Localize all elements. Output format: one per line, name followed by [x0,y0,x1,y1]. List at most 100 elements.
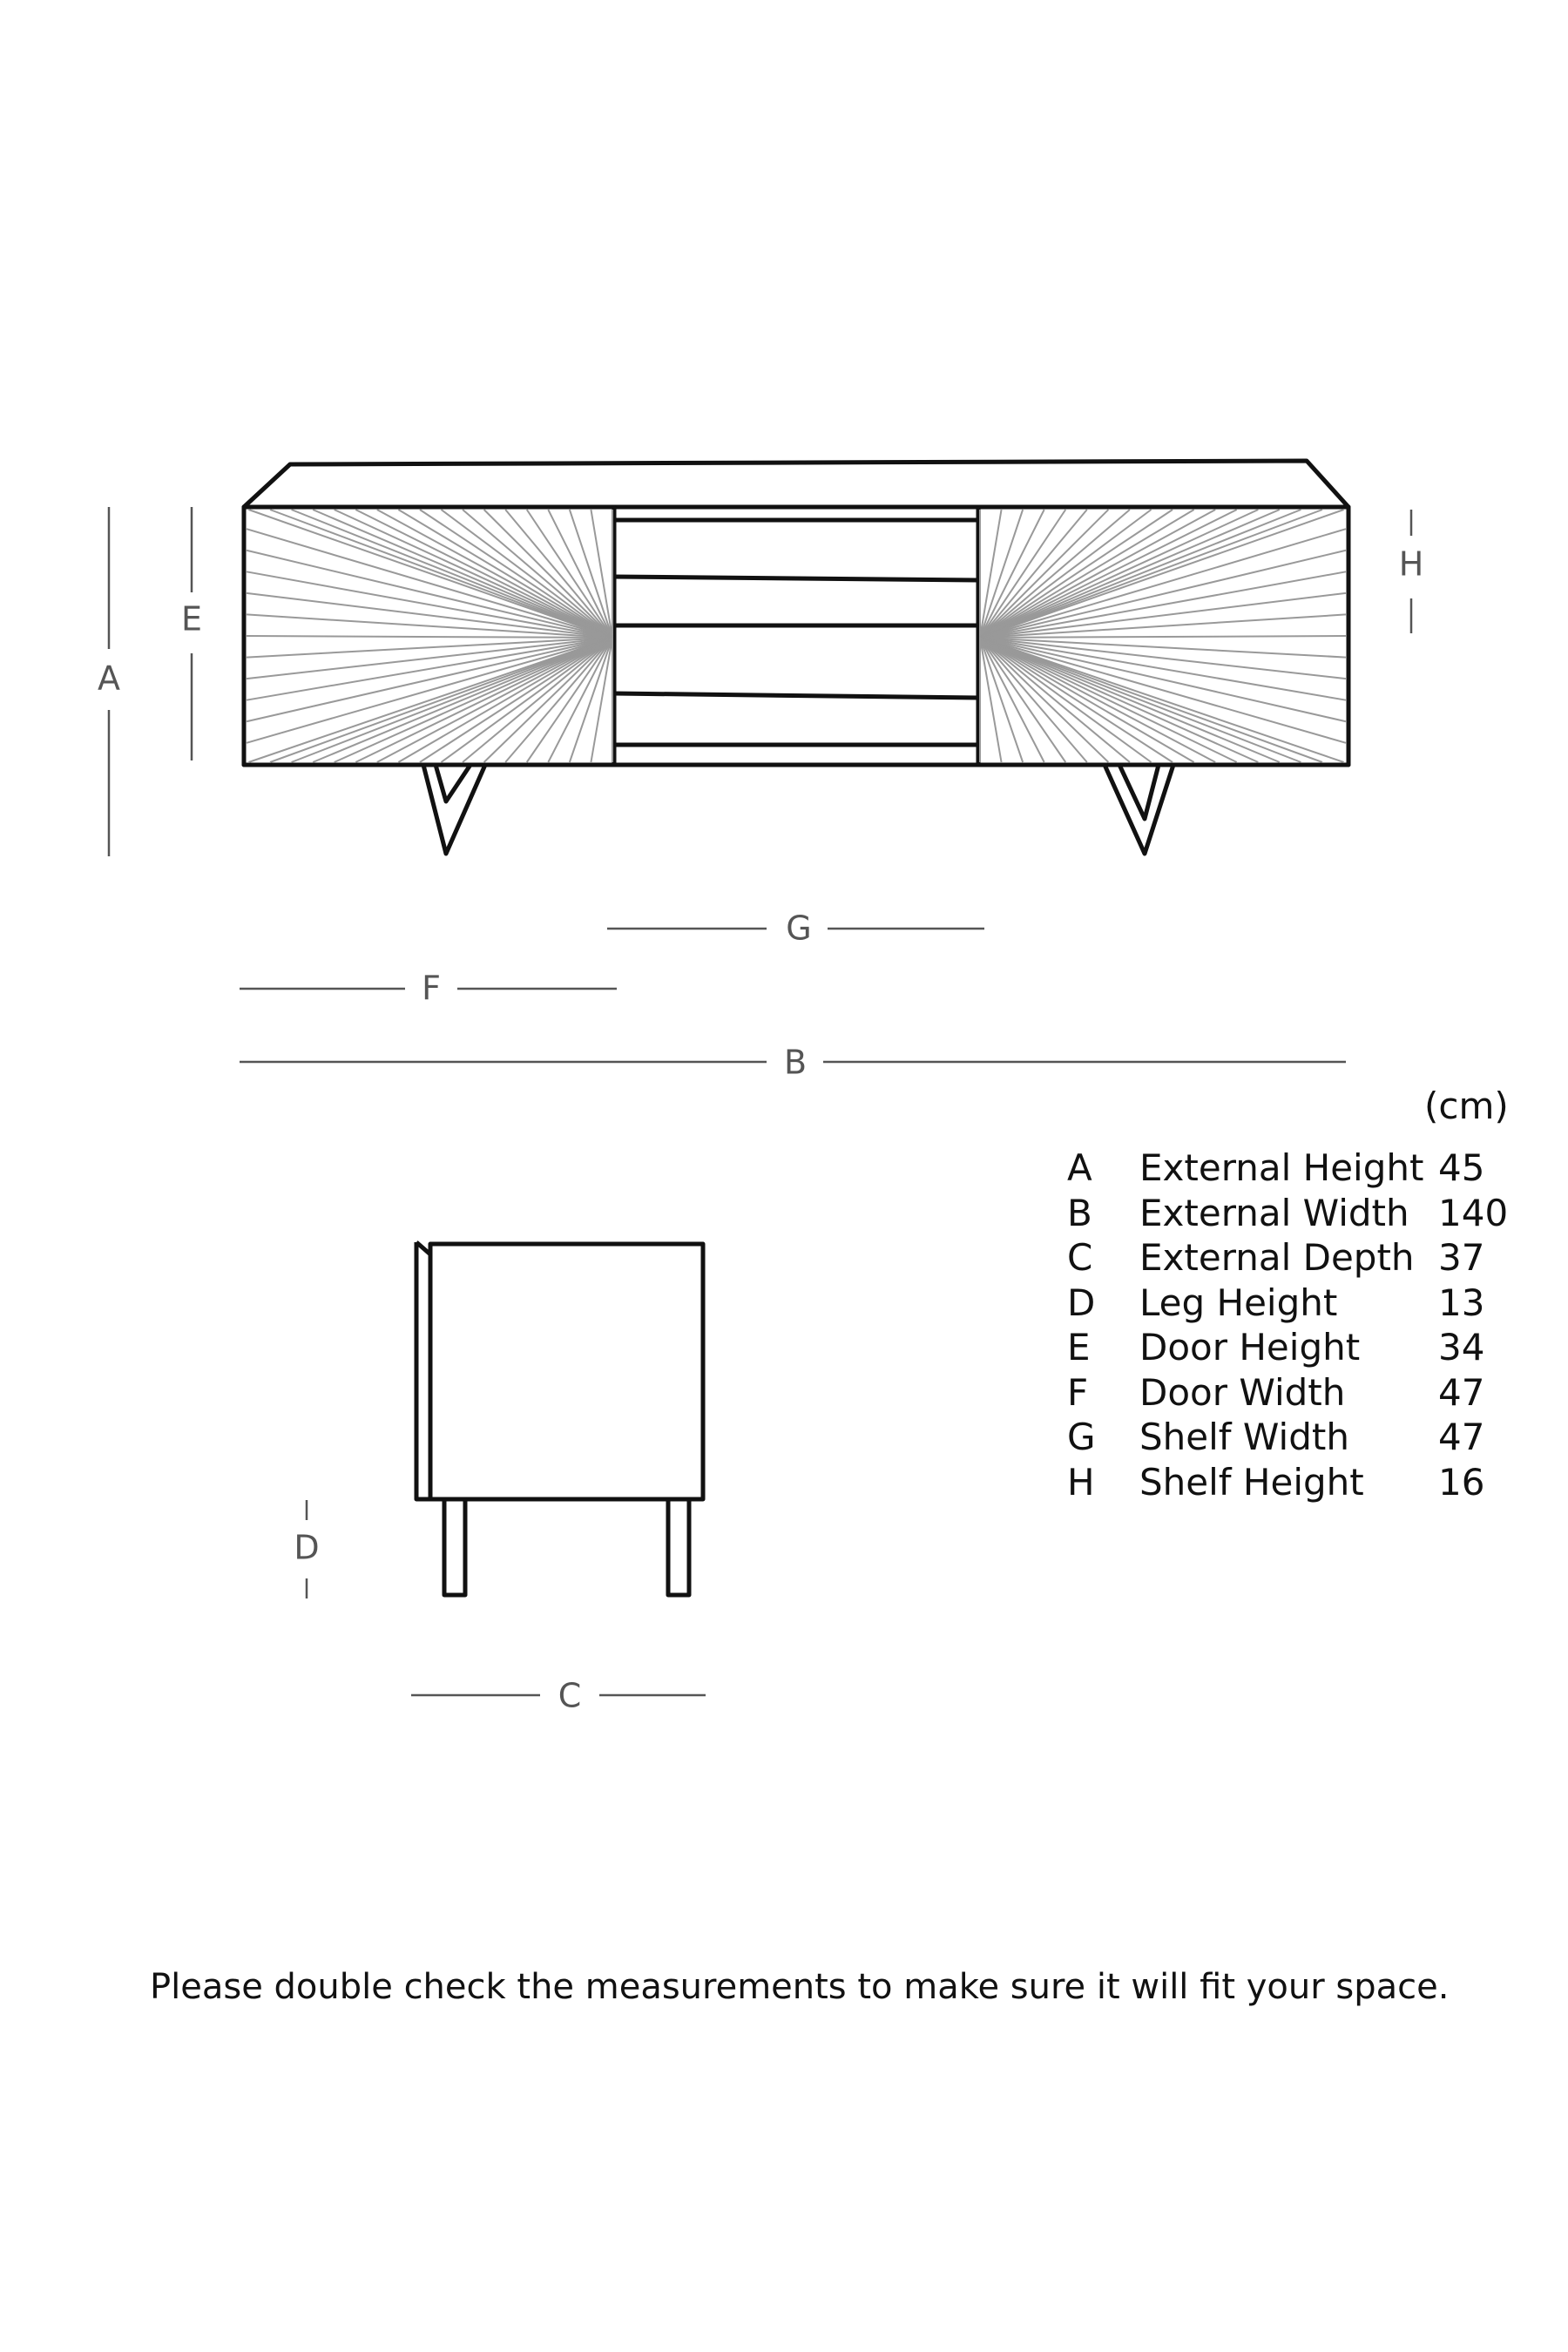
sunburst-ray [246,637,613,680]
sunburst-ray [246,613,613,639]
sunburst-ray [312,637,613,763]
sunburst-ray [291,637,613,763]
sunburst-ray [979,637,1347,701]
measurement-label: External Depth [1139,1236,1415,1279]
sunburst-ray [376,637,613,763]
left-door [241,504,617,767]
sunburst-ray [979,637,1347,680]
measurement-code: D [1067,1281,1096,1324]
sunburst-ray [525,637,613,763]
sunburst-ray [979,509,1195,639]
measurement-label: Leg Height [1139,1281,1338,1324]
sunburst-ray [979,637,1347,723]
sunburst-ray [462,509,613,639]
sunburst-ray [246,637,613,701]
front-legs [421,763,1176,856]
dim-label-a: A [98,659,120,698]
sunburst-ray [419,509,613,639]
sunburst-ray [979,509,1259,639]
measurement-label: External Height [1139,1146,1424,1189]
sunburst-ray [979,637,1195,763]
side-door-edge [414,1240,433,1502]
sunburst-ray [979,637,1045,763]
measurement-code: C [1067,1236,1093,1279]
sunburst-ray [979,571,1347,639]
sunburst-ray [269,637,613,763]
sunburst-ray [246,528,613,639]
sunburst-ray [979,637,1347,744]
sunburst-ray [979,637,1131,763]
sunburst-ray [291,509,613,639]
sunburst-ray [979,637,1152,763]
sunburst-ray [979,613,1347,639]
sunburst-ray [979,637,1347,659]
sunburst-ray [979,509,1045,639]
sunburst-ray [979,509,1067,639]
sunburst-ray [248,637,613,763]
dim-label-h: H [1399,545,1424,584]
sunburst-ray [246,637,613,659]
measurement-value: 13 [1438,1281,1485,1324]
dimension-lines [107,507,1413,1697]
measurement-label: External Width [1139,1191,1409,1234]
right-door [976,504,1351,767]
sunburst-ray [246,591,613,639]
measurement-code: A [1067,1146,1092,1189]
sunburst-ray [979,509,1131,639]
side-body [428,1241,706,1502]
sunburst-ray [246,549,613,639]
sunburst-ray [979,637,1281,763]
sunburst-ray [483,637,613,763]
side-leg-back [666,1497,692,1598]
sunburst-ray [462,637,613,763]
sunburst-ray [979,637,1173,763]
measurement-value: 16 [1438,1460,1485,1504]
sunburst-ray [483,509,613,639]
center-shelves [613,517,979,747]
measurement-value: 140 [1438,1191,1509,1234]
sunburst-ray [246,635,613,639]
sunburst-ray [979,509,1216,639]
cabinet-top [242,458,1350,509]
side-view [414,1240,706,1598]
sunburst-ray [397,509,613,639]
sunburst-ray [979,637,1088,763]
measurement-value: 47 [1438,1370,1485,1414]
sunburst-ray [334,509,613,639]
sunburst-ray [979,509,1323,639]
sunburst-ray [568,637,613,763]
sunburst-ray [979,528,1347,639]
sunburst-ray [312,509,613,639]
measurement-label: Door Width [1139,1370,1346,1414]
sunburst-ray [979,635,1347,639]
sunburst-ray [525,509,613,639]
sunburst-ray [979,509,1344,639]
sunburst-ray [269,509,613,639]
measurement-label: Shelf Height [1139,1460,1364,1504]
sunburst-ray [979,509,1301,639]
sunburst-ray [979,637,1259,763]
sunburst-ray [979,637,1110,763]
sunburst-ray [979,509,1003,639]
right-door-sunburst [979,509,1347,763]
sunburst-ray [979,509,1152,639]
sunburst-ray [979,637,1216,763]
sunburst-ray [440,637,613,763]
sunburst-ray [979,509,1024,639]
measurement-row: D Leg Height 13 [1067,1281,1534,1326]
sunburst-ray [979,509,1110,639]
sunburst-ray [419,637,613,763]
sunburst-ray [547,637,613,763]
sunburst-ray [979,637,1238,763]
sunburst-ray [504,637,613,763]
sunburst-ray [440,509,613,639]
measurement-code: E [1067,1326,1091,1369]
